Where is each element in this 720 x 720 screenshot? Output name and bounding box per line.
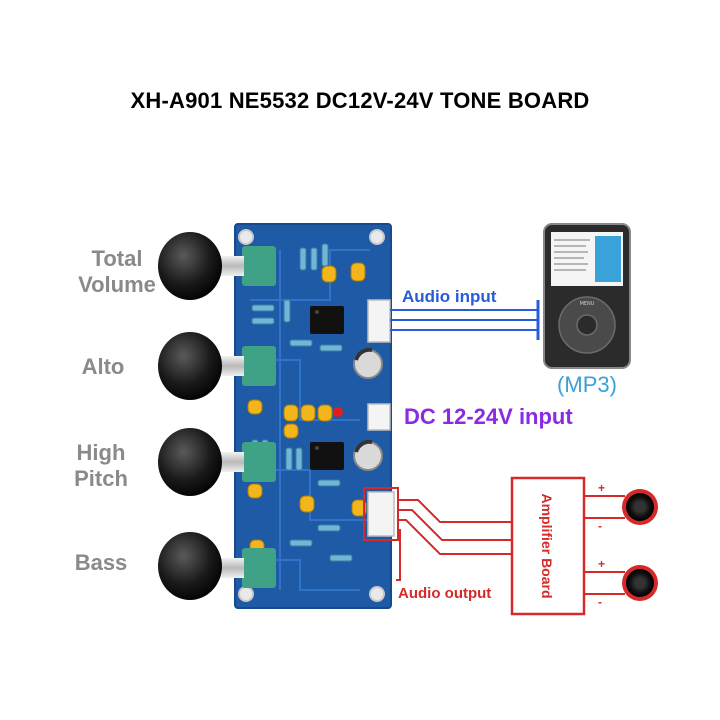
capacitor-stripe <box>354 347 373 361</box>
ic-chip <box>310 442 344 470</box>
minus-mark: - <box>598 595 602 609</box>
cap <box>247 483 263 499</box>
plus-mark: + <box>598 481 605 495</box>
cap <box>283 404 299 422</box>
potentiometers <box>158 232 276 600</box>
cap <box>317 404 333 422</box>
cap <box>350 262 366 282</box>
mp3-label: (MP3) <box>557 372 617 397</box>
capacitor-stripe <box>354 439 373 453</box>
player-center-button[interactable] <box>576 314 598 336</box>
resistor <box>285 447 293 471</box>
speaker-wires <box>584 495 625 595</box>
label-line: Bass <box>74 550 128 575</box>
mount-hole <box>238 586 254 602</box>
mount-hole <box>238 229 254 245</box>
ic-dot <box>315 310 319 314</box>
dc-input-connector <box>367 403 391 431</box>
resistor <box>310 247 318 271</box>
resistor <box>319 344 343 352</box>
cap <box>283 423 299 439</box>
label-line: Pitch <box>74 466 128 491</box>
player-screen-art <box>595 236 621 282</box>
knob-total-volume[interactable] <box>158 232 222 300</box>
knob-high-pitch[interactable] <box>158 428 222 496</box>
pot-body <box>242 246 276 286</box>
wire <box>398 519 512 555</box>
led <box>333 407 343 417</box>
amplifier-label: Amplifier Board <box>539 493 555 598</box>
knob-alto[interactable] <box>158 332 222 400</box>
resistor <box>251 317 275 325</box>
ic-dot <box>315 446 319 450</box>
speaker-dome <box>635 578 645 588</box>
resistor <box>299 247 307 271</box>
mount-hole <box>369 229 385 245</box>
plus-mark: + <box>598 557 605 571</box>
audio-input-connector <box>367 299 391 343</box>
speaker-dome <box>635 502 645 512</box>
player-menu-lines <box>554 239 590 271</box>
resistor <box>329 554 353 562</box>
speaker-top <box>622 489 658 525</box>
audio-output-label: Audio output <box>398 585 491 602</box>
cap <box>247 399 263 415</box>
pcb-board <box>234 223 399 609</box>
mount-hole <box>369 586 385 602</box>
cap <box>299 495 315 513</box>
yellow-caps <box>247 262 367 555</box>
trace <box>260 469 370 521</box>
audio-input-label: Audio input <box>402 287 497 306</box>
mp3-player: MENU <box>543 223 631 369</box>
resistor <box>295 447 303 471</box>
polarity-marks: + - + - <box>598 481 605 609</box>
label-line: Alto <box>81 354 125 379</box>
label-alto: Alto <box>48 354 158 380</box>
cap <box>321 265 337 283</box>
resistor <box>289 539 313 547</box>
resistor <box>283 299 291 323</box>
resistor <box>251 304 275 312</box>
audio-output-wires <box>396 499 512 581</box>
player-menu-label: MENU <box>580 301 595 307</box>
dc-input-label: DC 12-24V input <box>404 404 573 429</box>
label-high-pitch: High Pitch <box>46 440 156 492</box>
label-line: Volume <box>78 272 156 297</box>
speaker-bottom <box>622 565 658 601</box>
pcb-edge <box>234 223 392 609</box>
ic-chip <box>310 306 344 334</box>
page-title: XH-A901 NE5532 DC12V-24V TONE BOARD <box>130 88 590 113</box>
resistor <box>321 243 329 267</box>
pot-body <box>242 346 276 386</box>
label-line: High <box>76 440 126 465</box>
cap <box>351 499 367 517</box>
output-highlight-box <box>363 487 399 541</box>
label-total-volume: Total Volume <box>62 246 172 298</box>
wire <box>396 529 401 581</box>
wire <box>398 509 512 541</box>
label-bass: Bass <box>46 550 156 576</box>
resistor <box>317 524 341 532</box>
amplifier-board <box>510 476 586 616</box>
audio-input-wires <box>390 300 540 340</box>
pot-body <box>242 548 276 588</box>
knob-bass[interactable] <box>158 532 222 600</box>
pot-body <box>242 442 276 482</box>
wire <box>398 499 512 523</box>
audio-output-connector <box>367 491 395 537</box>
resistor <box>289 339 313 347</box>
label-line: Total <box>91 246 143 271</box>
cap <box>300 404 316 422</box>
resistor <box>317 479 341 487</box>
minus-mark: - <box>598 519 602 533</box>
